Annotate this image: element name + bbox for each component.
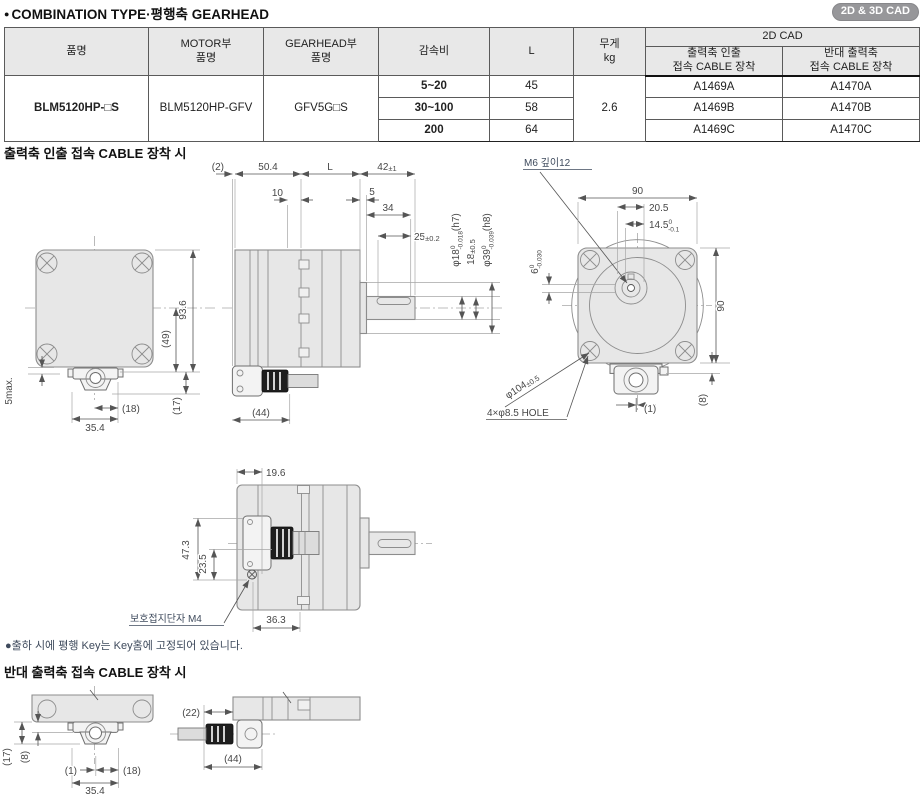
dim-bl-354: 35.4 <box>85 786 105 797</box>
cell-cad-front: A1469C <box>645 119 783 142</box>
cable-connector-front <box>67 367 124 391</box>
dim-front-49: (49) <box>161 330 172 348</box>
dim-front-height: 93.6 <box>178 300 189 320</box>
dim-br-22: (22) <box>182 708 200 719</box>
dim-rear-pitch: φ104±0.5 <box>504 372 542 402</box>
dim-top-473: 47.3 <box>181 540 192 560</box>
section-rear-cable: 반대 출력축 접속 CABLE 장착 시 <box>4 665 187 680</box>
dim-rear-90w: 90 <box>632 186 644 197</box>
dim-rear-8: (8) <box>698 394 709 406</box>
col-cad-rear: 반대 출력축 접속 CABLE 장착 <box>782 46 920 77</box>
front-view: 93.6 (49) (17) 5max. (18) 35.4 <box>3 236 215 435</box>
cad-badge: 2D & 3D CAD <box>831 3 919 21</box>
dimension-drawing-top-view: 19.6 47.3 23.5 36.3 보호접지단자 M4 <box>129 467 432 632</box>
cell-cad-front: A1469B <box>645 97 783 120</box>
label-mounting-holes: 4×φ8.5 HOLE <box>487 408 549 419</box>
cell-weight: 2.6 <box>573 75 646 142</box>
col-cad-front: 출력축 인출 접속 CABLE 장착 <box>645 46 783 77</box>
dim-side-25: 25±0.2 <box>414 232 440 243</box>
dim-top-196: 19.6 <box>266 468 286 479</box>
side-view: (2) 50.4 L 42±1 10 5 34 25±0.2 <box>211 161 505 424</box>
rear-view: M6 깊이12 90 20.5 14.50-0.1 60-0.030 <box>486 156 730 420</box>
dim-front-5max: 5max. <box>4 377 15 404</box>
shipping-note: ●출하 시에 평행 Key는 Key홈에 고정되어 있습니다. <box>5 640 243 652</box>
dimension-drawing-main: 93.6 (49) (17) 5max. (18) 35.4 <box>3 156 730 435</box>
col-product: 품명 <box>4 27 149 76</box>
dim-front-18: (18) <box>122 404 140 415</box>
cable-connector-side <box>231 365 319 397</box>
section-front-cable: 출력축 인출 접속 CABLE 장착 시 <box>4 146 187 161</box>
cell-l: 45 <box>489 75 574 98</box>
dimension-drawing-opposite: (17) (8) (1) (18) 35.4 <box>1 686 361 797</box>
col-l: L <box>489 27 574 76</box>
corner-screws <box>580 250 695 361</box>
col-weight: 무게 kg <box>573 27 646 76</box>
dim-side-44: (44) <box>252 408 270 419</box>
dim-side-phi39: φ390-0.039(h8) <box>481 213 496 266</box>
dim-side-34: 34 <box>382 203 394 214</box>
dim-rear-205: 20.5 <box>649 203 669 214</box>
cell-cad-front: A1469A <box>645 75 783 98</box>
cable-connector-rear <box>609 363 669 395</box>
dim-side-phi18: φ180-0.018(h7) <box>450 213 465 266</box>
dim-side-gap2: (2) <box>212 162 224 173</box>
dim-bl-8: (8) <box>20 751 31 763</box>
dim-rear-145: 14.50-0.1 <box>649 219 680 234</box>
cell-product: BLM5120HP-□S <box>4 75 149 142</box>
col-2dcad: 2D CAD <box>645 27 920 47</box>
page-title: ●COMBINATION TYPE·평행축 GEARHEAD <box>4 7 269 22</box>
bottom-side-view: (22) (44) <box>170 691 361 770</box>
dim-bl-18: (18) <box>123 766 141 777</box>
col-ratio: 감속비 <box>378 27 490 76</box>
cell-ratio: 30~100 <box>378 97 490 120</box>
cell-l: 64 <box>489 119 574 142</box>
dim-rear-key6: 60-0.030 <box>529 250 544 274</box>
dim-front-17: (17) <box>172 397 183 415</box>
dim-side-10: 10 <box>272 188 284 199</box>
dim-rear-1: (1) <box>644 404 656 415</box>
label-ground-terminal: 보호접지단자 M4 <box>130 613 202 625</box>
cell-cad-rear: A1470B <box>782 97 920 120</box>
title-bar: ●COMBINATION TYPE·평행축 GEARHEAD 2D & 3D C… <box>4 3 919 23</box>
cable-connector <box>67 721 124 745</box>
dim-top-363: 36.3 <box>266 615 286 626</box>
bullet-icon: ● <box>4 9 10 19</box>
cell-cad-rear: A1470C <box>782 119 920 142</box>
spec-table: 품명 MOTOR부 품명 GEARHEAD부 품명 감속비 L 무게 kg 2D… <box>4 27 920 142</box>
cell-gearhead: GFV5G□S <box>263 75 379 142</box>
dim-side-motor-len: 50.4 <box>258 162 278 173</box>
dim-side-18: 18±0.5 <box>466 239 477 265</box>
dim-side-gear-len: L <box>327 162 333 173</box>
col-motor: MOTOR부 품명 <box>148 27 264 76</box>
cell-l: 58 <box>489 97 574 120</box>
dim-bl-1: (1) <box>65 766 77 777</box>
col-gearhead: GEARHEAD부 품명 <box>263 27 379 76</box>
dim-br-44: (44) <box>224 754 242 765</box>
label-m6-tap: M6 깊이12 <box>524 157 571 169</box>
bottom-front-view: (17) (8) (1) (18) 35.4 <box>1 686 154 797</box>
dim-front-354: 35.4 <box>85 423 105 434</box>
cell-motor: BLM5120HP-GFV <box>148 75 264 142</box>
cable-connector <box>177 719 263 749</box>
top-view: 19.6 47.3 23.5 36.3 보호접지단자 M4 <box>129 467 432 632</box>
cable-connector-top <box>242 515 320 580</box>
cell-cad-rear: A1470A <box>782 75 920 98</box>
dim-rear-90h: 90 <box>716 300 727 312</box>
cell-ratio: 5~20 <box>378 75 490 98</box>
dim-side-shaft-len: 42±1 <box>377 162 396 173</box>
dim-side-5: 5 <box>369 187 375 198</box>
corner-screws <box>36 252 153 365</box>
dim-top-235: 23.5 <box>198 554 209 574</box>
dim-bl-17: (17) <box>2 748 13 766</box>
cell-ratio: 200 <box>378 119 490 142</box>
